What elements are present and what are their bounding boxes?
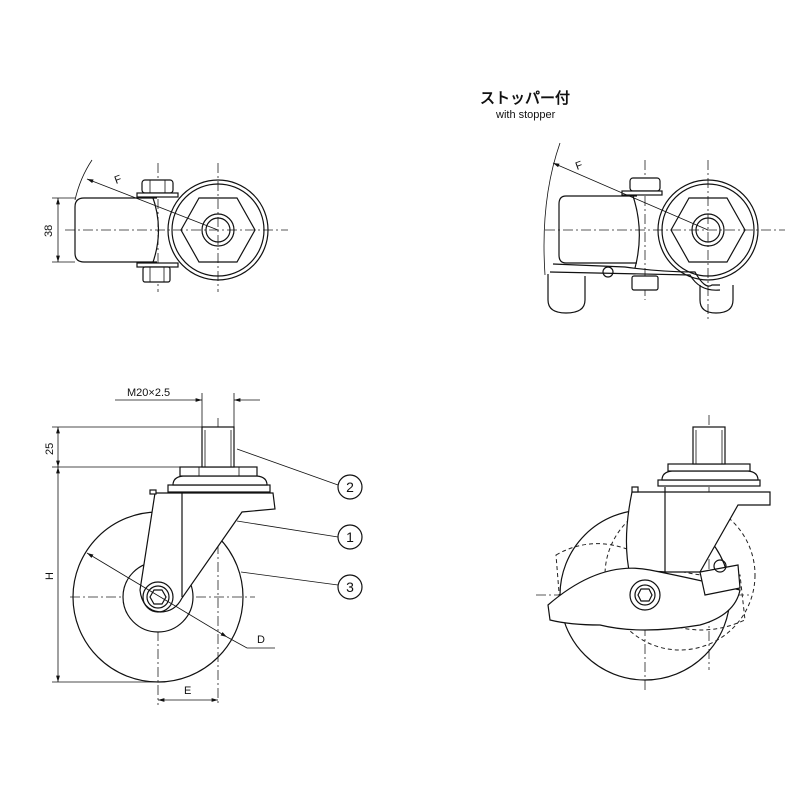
callout-2: 2 [337, 474, 363, 500]
height-label: H [44, 572, 56, 580]
top-view: F 38 [43, 159, 288, 292]
svg-text:2: 2 [346, 479, 354, 495]
radius-label-f-stopper: F [574, 159, 585, 173]
hex-nut-icon [180, 197, 256, 263]
title-jp: ストッパー付 [480, 89, 570, 107]
callout-3: 3 [337, 574, 363, 600]
threaded-stem [201, 426, 235, 468]
radius-label-f: F [113, 173, 124, 187]
stopper-top-view: F [543, 142, 785, 320]
stem-height-label: 25 [44, 443, 56, 455]
width-label-38: 38 [43, 225, 55, 237]
side-view: 25 H M20×2.5 E D 2 1 3 [44, 387, 363, 705]
title-en: with stopper [495, 109, 556, 121]
stopper-side-view [536, 415, 771, 690]
callout-1: 1 [337, 524, 363, 550]
svg-text:3: 3 [346, 579, 354, 595]
diameter-label: D [257, 634, 265, 646]
bolt-head-icon [141, 179, 174, 194]
wheel-outline-top [74, 197, 157, 263]
offset-label: E [184, 685, 191, 697]
svg-text:1: 1 [346, 529, 354, 545]
hex-nut-icon-stopper [670, 197, 746, 263]
thread-label: M20×2.5 [127, 387, 170, 399]
caster-fork [139, 492, 276, 613]
